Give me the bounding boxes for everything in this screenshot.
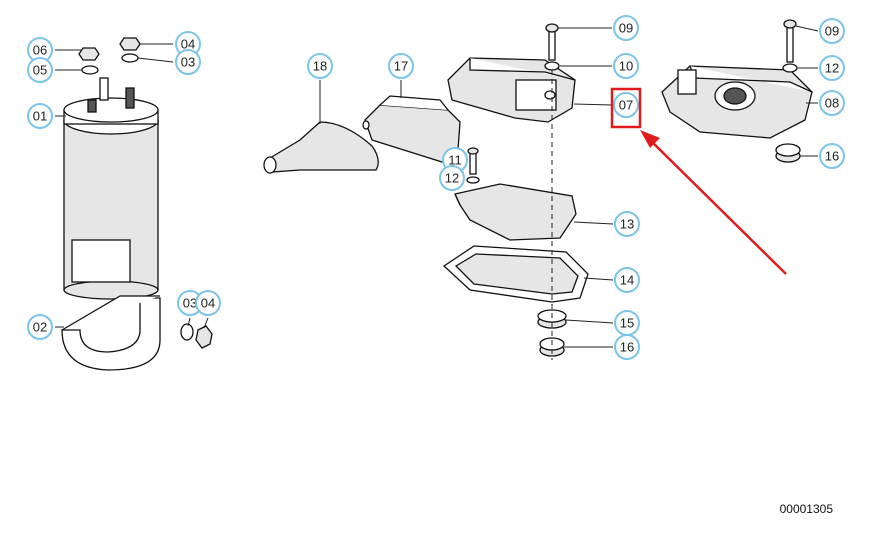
callout-08[interactable]: 08 [819, 90, 845, 116]
svg-text:04: 04 [181, 37, 195, 52]
svg-text:16: 16 [620, 340, 634, 355]
callout-12-right[interactable]: 12 [819, 55, 845, 81]
svg-text:04: 04 [201, 296, 215, 311]
coil-bracket [61, 295, 161, 371]
callout-12-center[interactable]: 12 [439, 165, 465, 191]
coil-hardware-top [78, 37, 141, 75]
svg-text:09: 09 [619, 21, 633, 36]
callout-04-bottom[interactable]: 04 [195, 290, 221, 316]
callout-03-bottom[interactable]: 03 [177, 290, 203, 316]
gasket [442, 245, 589, 303]
callout-15[interactable]: 15 [614, 310, 640, 336]
svg-text:09: 09 [825, 24, 839, 39]
svg-text:16: 16 [825, 149, 839, 164]
callout-06[interactable]: 06 [27, 37, 53, 63]
leader-lines [55, 25, 819, 348]
svg-text:03: 03 [183, 296, 197, 311]
callout-17[interactable]: 17 [388, 53, 414, 79]
svg-text:15: 15 [620, 316, 634, 331]
arrowhead-icon [640, 130, 660, 148]
svg-text:10: 10 [619, 59, 633, 74]
svg-text:12: 12 [825, 61, 839, 76]
callout-04-top[interactable]: 04 [175, 31, 201, 57]
svg-text:08: 08 [825, 96, 839, 111]
callout-03-top[interactable]: 03 [175, 49, 201, 75]
svg-text:17: 17 [394, 59, 408, 74]
callout-02[interactable]: 02 [27, 314, 53, 340]
heatsink-screw [466, 147, 480, 184]
callout-10[interactable]: 10 [613, 53, 639, 79]
heat-sink-plate [454, 183, 577, 241]
svg-text:14: 14 [620, 273, 634, 288]
highlight-arrow [647, 137, 787, 275]
svg-text:02: 02 [33, 320, 47, 335]
callout-14[interactable]: 14 [614, 267, 640, 293]
callout-16-right[interactable]: 16 [819, 143, 845, 169]
ignition-control-unit [447, 57, 576, 123]
callout-09-center[interactable]: 09 [613, 15, 639, 41]
rubber-boot [263, 121, 379, 174]
callout-09-right[interactable]: 09 [819, 18, 845, 44]
svg-text:07: 07 [619, 98, 633, 113]
callout-07[interactable]: 07 [613, 92, 639, 118]
svg-text:06: 06 [33, 43, 47, 58]
svg-text:18: 18 [313, 59, 327, 74]
coil-hardware-bottom [180, 323, 213, 349]
ignition-coil [63, 77, 159, 300]
svg-text:03: 03 [181, 55, 195, 70]
control-unit-screw [544, 23, 560, 71]
callout-16-center[interactable]: 16 [614, 334, 640, 360]
svg-text:05: 05 [33, 63, 47, 78]
highlight-box [610, 87, 642, 129]
assembled-control-unit [661, 19, 813, 163]
callout-05[interactable]: 05 [27, 57, 53, 83]
callout-01[interactable]: 01 [27, 103, 53, 129]
svg-text:11: 11 [448, 153, 462, 168]
svg-text:12: 12 [445, 171, 459, 186]
callout-18[interactable]: 18 [307, 53, 333, 79]
callout-13[interactable]: 13 [614, 211, 640, 237]
svg-text:13: 13 [620, 217, 634, 232]
svg-text:01: 01 [33, 109, 47, 124]
wiring-connector [362, 95, 461, 163]
diagram-reference-code: 00001305 [779, 502, 833, 516]
